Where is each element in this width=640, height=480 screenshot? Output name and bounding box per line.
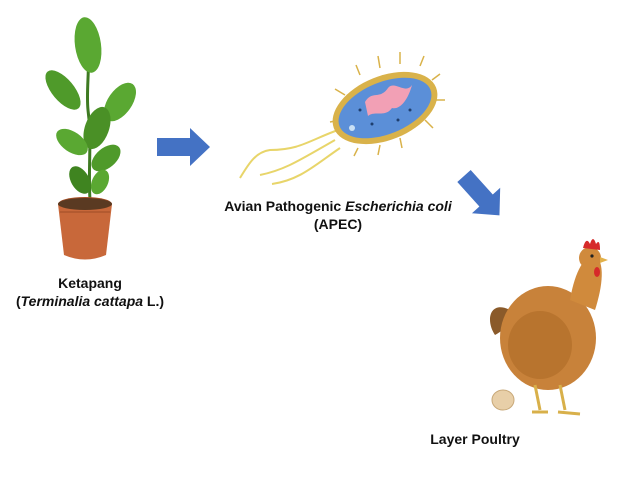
poultry-label: Layer Poultry xyxy=(420,430,530,448)
plant-name: Ketapang xyxy=(58,275,122,291)
plant-scientific-name: (Terminalia cattapa L.) xyxy=(15,293,165,309)
hen-icon xyxy=(490,239,608,416)
bacteria-name: Avian Pathogenic Escherichia coli xyxy=(224,198,452,214)
poultry-name: Layer Poultry xyxy=(430,431,520,447)
arrow-right-icon xyxy=(157,128,210,166)
potted-plant-icon xyxy=(45,17,136,260)
bacterium-icon xyxy=(239,52,445,185)
arrow-down-right-icon xyxy=(457,169,501,216)
bacteria-abbreviation: (APEC) xyxy=(313,216,363,232)
plant-label: Ketapang (Terminalia cattapa L.) xyxy=(15,274,165,310)
bacteria-label: Avian Pathogenic Escherichia coli (APEC) xyxy=(220,197,456,233)
